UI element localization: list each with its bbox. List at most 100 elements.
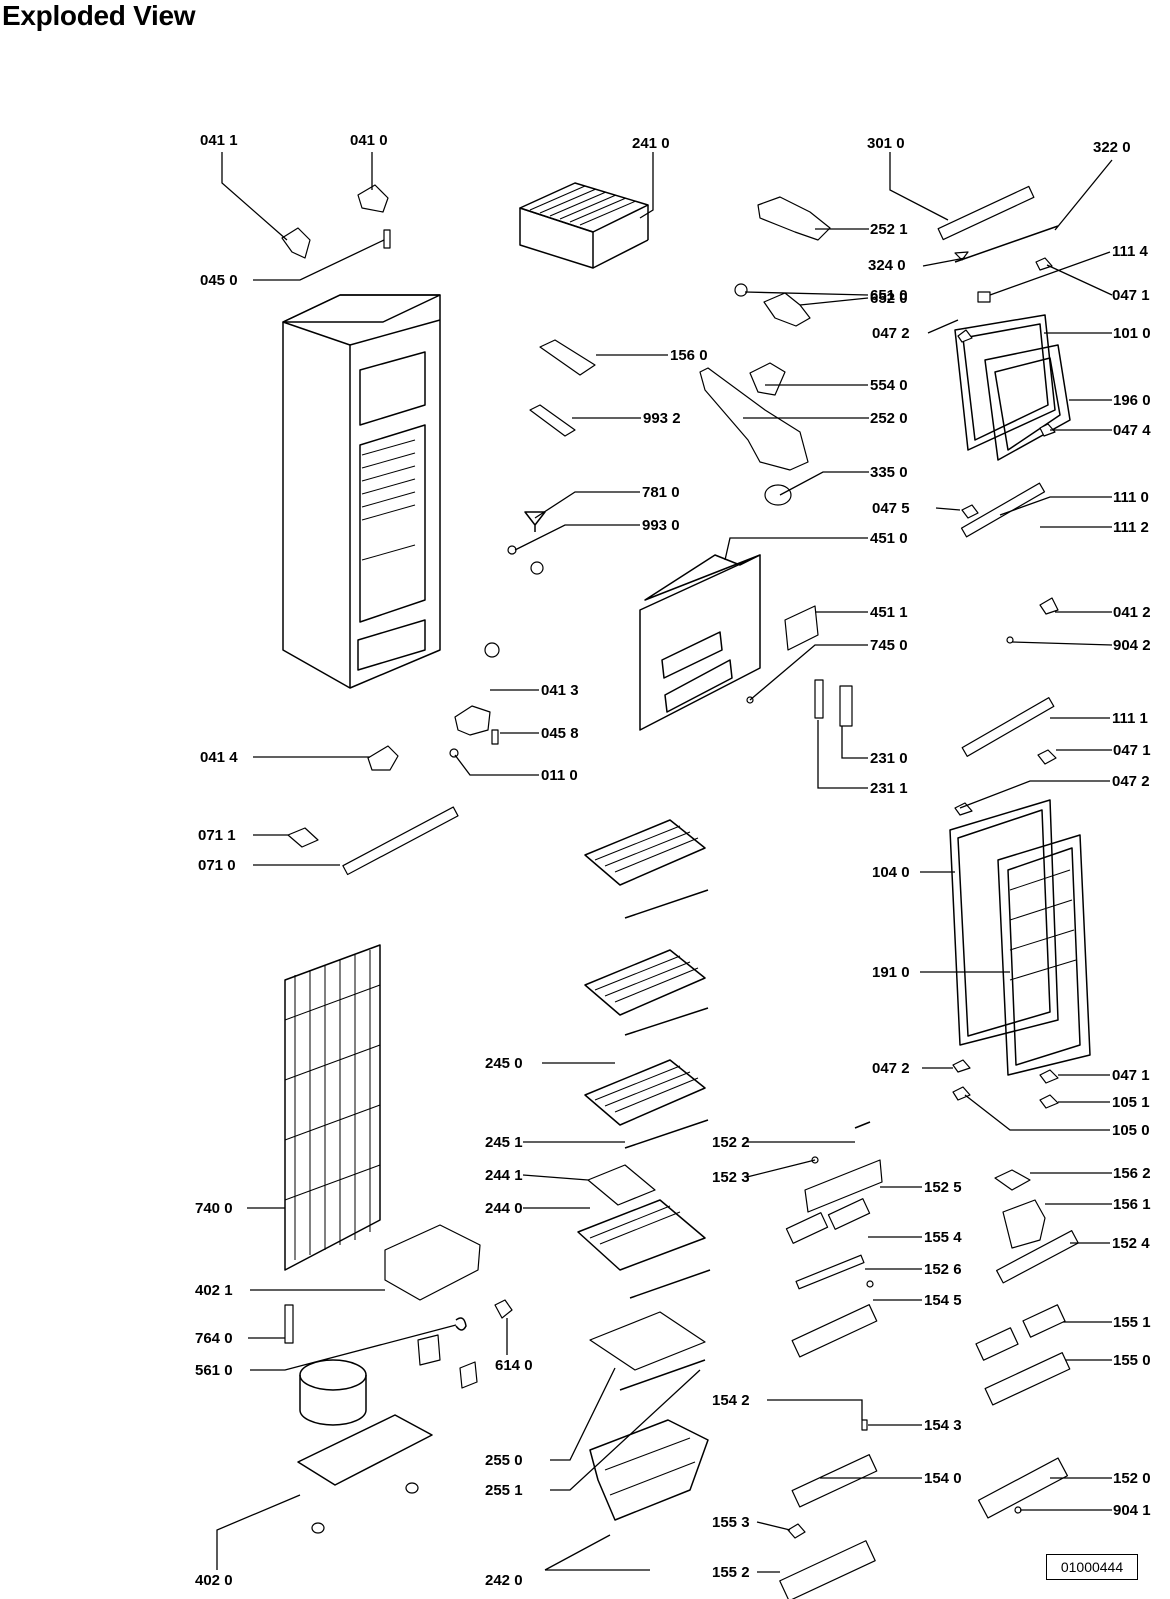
label-155-0: 155 0: [1113, 1352, 1151, 1369]
part-9930: [507, 545, 517, 555]
relay-b: [459, 1361, 478, 1389]
knob-6510: [734, 283, 748, 297]
bracket-0411: [281, 227, 311, 259]
label-152-0: 152 0: [1113, 1470, 1151, 1487]
label-324-0: 324 0: [868, 257, 906, 274]
strip-2551: [619, 1359, 706, 1391]
label-244-0: 244 0: [485, 1200, 523, 1217]
label-241-0: 241 0: [632, 135, 670, 152]
label-047-2-a: 047 2: [872, 325, 910, 342]
cover-2521: [757, 196, 831, 241]
bracket-0413: [454, 705, 491, 736]
part-5610: [455, 1317, 467, 1331]
screw-0458: [491, 729, 499, 745]
compressor: [297, 1359, 433, 1534]
clip-0471c: [1039, 1069, 1059, 1084]
label-105-1: 105 1: [1112, 1094, 1150, 1111]
label-402-1: 402 1: [195, 1282, 233, 1299]
label-614-0: 614 0: [495, 1357, 533, 1374]
clip-0472c: [952, 1059, 971, 1073]
bin-1554b: [827, 1198, 871, 1230]
document-id-box: 01000444: [1046, 1554, 1138, 1580]
label-561-0: 561 0: [195, 1362, 233, 1379]
label-255-0: 255 0: [485, 1452, 523, 1469]
label-745-0: 745 0: [870, 637, 908, 654]
label-255-1: 255 1: [485, 1482, 523, 1499]
bracket-1526: [795, 1254, 865, 1290]
fridge-door: [949, 799, 1091, 1076]
clip-0412: [1039, 597, 1059, 615]
condenser: [284, 944, 381, 1271]
drip-tray-4021: [384, 1224, 481, 1301]
label-242-0: 242 0: [485, 1572, 523, 1589]
egg-holder-1561: [1002, 1199, 1046, 1249]
label-041-4: 041 4: [200, 749, 238, 766]
handle-3010: [937, 185, 1035, 241]
label-252-0: 252 0: [870, 410, 908, 427]
plate-1114: [977, 291, 991, 303]
label-152-3: 152 3: [712, 1169, 750, 1186]
label-154-0: 154 0: [924, 1470, 962, 1487]
label-071-1: 071 1: [198, 827, 236, 844]
clip-0471a: [1035, 257, 1053, 271]
rail-0710: [342, 806, 459, 876]
screw-9042: [1006, 636, 1014, 644]
label-904-2: 904 2: [1113, 637, 1151, 654]
label-152-5: 152 5: [924, 1179, 962, 1196]
label-047-4: 047 4: [1113, 422, 1151, 439]
rail-1111: [961, 697, 1055, 757]
label-554-0: 554 0: [870, 377, 908, 394]
label-152-6: 152 6: [924, 1261, 962, 1278]
clip-1553: [787, 1523, 806, 1539]
screw-0450: [383, 229, 391, 249]
label-156-0: 156 0: [670, 347, 708, 364]
label-191-0: 191 0: [872, 964, 910, 981]
label-045-0: 045 0: [200, 272, 238, 289]
label-111-2: 111 2: [1113, 519, 1149, 536]
label-904-1: 904 1: [1113, 1502, 1151, 1519]
label-245-1: 245 1: [485, 1134, 523, 1151]
label-105-0: 105 0: [1112, 1122, 1150, 1139]
strip-9932: [529, 404, 576, 437]
label-764-0: 764 0: [195, 1330, 233, 1347]
shelf-2440: [577, 1199, 706, 1271]
freezer-door: [954, 314, 1071, 461]
part-labels: 041 1 041 0 045 0 241 0 301 0 322 0 252 …: [195, 132, 1151, 1589]
label-993-0: 993 0: [642, 517, 680, 534]
strip-3220: [954, 225, 1059, 263]
label-047-1-a: 047 1: [1112, 287, 1150, 304]
label-231-0: 231 0: [870, 750, 908, 767]
label-047-2-b: 047 2: [1112, 773, 1150, 790]
bin-1554a: [785, 1212, 829, 1244]
tube-7640: [284, 1304, 294, 1344]
thermostat-2520: [699, 367, 809, 471]
label-047-1-c: 047 1: [1112, 1067, 1150, 1084]
label-154-5: 154 5: [924, 1292, 962, 1309]
rear-panel: [639, 554, 819, 731]
screw-1545: [866, 1280, 874, 1288]
panel-1525: [804, 1159, 883, 1213]
label-045-8: 045 8: [541, 725, 579, 742]
label-071-0: 071 0: [198, 857, 236, 874]
label-231-1: 231 1: [870, 780, 908, 797]
label-047-2-c: 047 2: [872, 1060, 910, 1077]
label-402-0: 402 0: [195, 1572, 233, 1589]
rail-1110: [960, 482, 1046, 538]
page-title: Exploded View: [2, 0, 196, 31]
label-155-4: 155 4: [924, 1229, 962, 1246]
clip-0472b: [954, 802, 973, 816]
strip-1522: [854, 1121, 871, 1129]
cabinet: [282, 294, 441, 689]
bracket-0414: [367, 745, 399, 771]
label-111-0: 111 0: [1113, 489, 1149, 506]
bin-1552: [779, 1540, 876, 1599]
label-740-0: 740 0: [195, 1200, 233, 1217]
label-156-2: 156 2: [1113, 1165, 1151, 1182]
label-041-3: 041 3: [541, 682, 579, 699]
label-244-1: 244 1: [485, 1167, 523, 1184]
label-196-0: 196 0: [1113, 392, 1151, 409]
lamp-5540: [749, 362, 786, 396]
label-152-4: 152 4: [1112, 1235, 1150, 1252]
label-252-1: 252 1: [870, 221, 908, 238]
